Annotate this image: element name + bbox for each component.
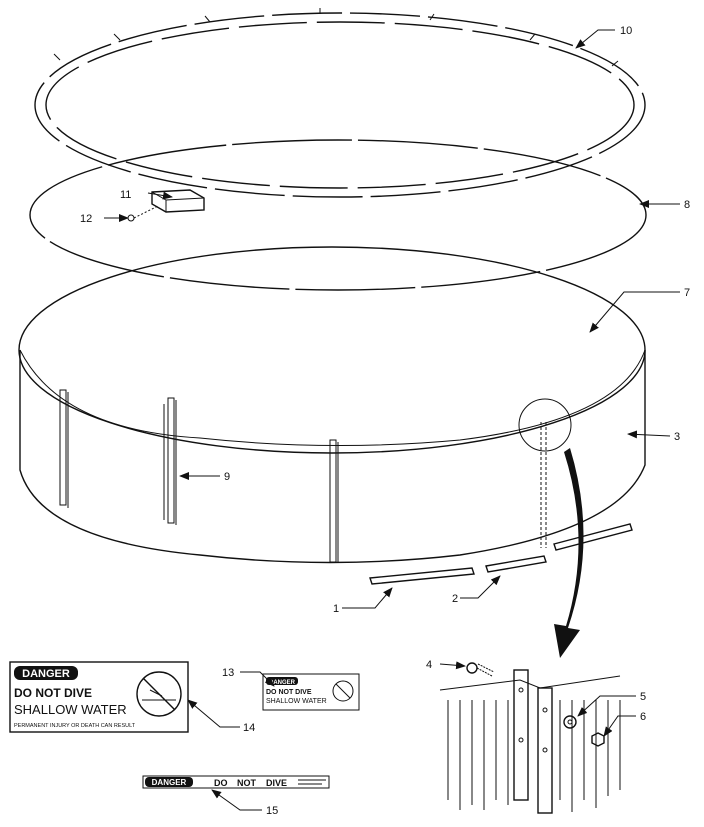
leader-lines [104,29,680,811]
upright-9 [163,397,177,525]
callout-10: 10 [620,25,632,37]
danger-sign-large: DANGER DO NOT DIVE SHALLOW WATER PERMANE… [9,661,189,733]
small-sign-line2: SHALLOW WATER [266,698,327,705]
upright-center [329,439,339,563]
detail-arrow [554,448,584,658]
small-sign-line1: DO NOT DIVE [266,689,312,696]
top-rail-ring [34,8,646,198]
top-ring [29,139,647,291]
detail-circle [518,398,572,452]
callout-4: 4 [426,659,432,671]
top-rail-connector [151,189,205,213]
nut [591,732,605,747]
callout-8: 8 [684,199,690,211]
bottom-rail-3 [553,523,633,551]
strip-header: DANGER [152,778,187,787]
bolt [466,662,495,677]
large-sign-line3: PERMANENT INJURY OR DEATH CAN RESULT [14,723,136,729]
strip-word1: DO [214,778,228,788]
callout-14: 14 [243,722,255,734]
washer [563,715,577,729]
callout-numbers: 10 8 11 12 7 3 9 1 2 4 5 6 13 14 15 [80,25,690,817]
callout-1: 1 [333,603,339,615]
callout-13: 13 [222,667,234,679]
strip-word3: DIVE [266,778,287,788]
wall-seam [540,422,547,548]
callout-5: 5 [640,691,646,703]
callout-11: 11 [120,189,131,201]
screw [127,205,159,222]
bottom-rail-1 [369,567,475,585]
callout-9: 9 [224,471,230,483]
large-sign-header: DANGER [22,668,70,680]
strip-word2: NOT [237,778,257,788]
callout-7: 7 [684,287,690,299]
callout-12: 12 [80,213,92,225]
danger-sign-small: DANGER DO NOT DIVE SHALLOW WATER [262,673,360,711]
pool-liner [18,246,646,454]
small-sign-header: DANGER [269,680,296,686]
danger-strip: DANGER DO NOT DIVE [142,775,330,789]
wall-joint-detail [439,669,621,814]
callout-15: 15 [266,805,278,817]
callout-6: 6 [640,711,646,723]
callout-3: 3 [674,431,680,443]
callout-2: 2 [452,593,458,605]
large-sign-line1: DO NOT DIVE [14,686,92,700]
pool-wall [19,349,646,564]
upright-left [59,389,69,508]
bottom-rail-2 [485,555,547,573]
large-sign-line2: SHALLOW WATER [14,702,127,717]
